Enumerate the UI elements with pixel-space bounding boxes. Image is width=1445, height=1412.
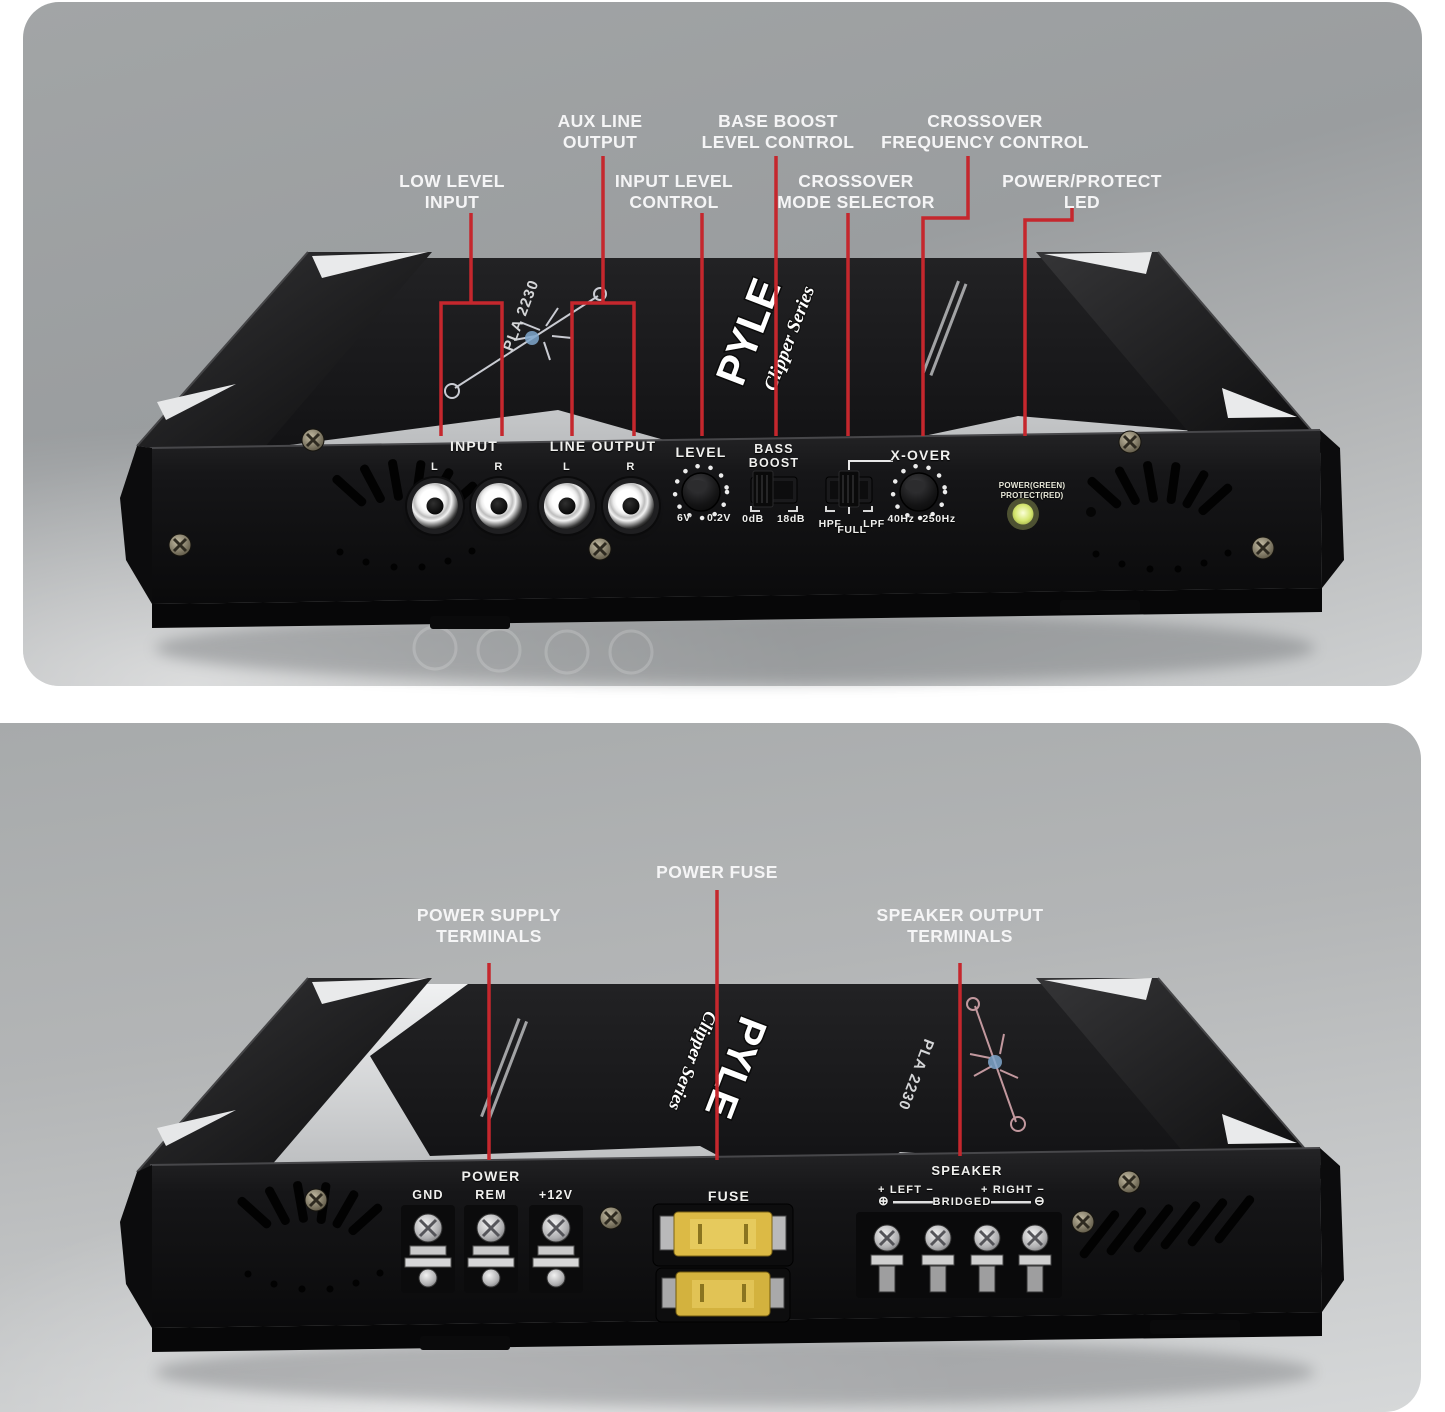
line-output-left-label: L <box>563 461 571 473</box>
amp-front-illustration: PLA 2230 PYLE Clipper Series <box>120 251 1344 684</box>
amp-rear-illustration: PLA 2230 PYLE Clipper Series <box>120 977 1344 1406</box>
level-label: LEVEL <box>675 444 727 460</box>
level-max-label: 0.2V <box>707 512 731 524</box>
speaker-terminal-post <box>870 1224 904 1293</box>
scorpion-graphic <box>444 287 607 399</box>
crossover-frequency-knob <box>890 463 948 521</box>
xover-min-label: 40Hz <box>887 513 915 525</box>
callout-line-aux-bracket <box>570 301 636 436</box>
speaker-bridged-label: BRIDGED <box>932 1196 992 1208</box>
callout-power-protect-led: POWER/PROTECT LED <box>1002 171 1162 212</box>
bass-boost-min-label: 0dB <box>742 513 764 525</box>
callout-power-supply: POWER SUPPLY TERMINALS <box>416 905 562 946</box>
bass-boost-label: BASS BOOST <box>748 442 800 471</box>
level-knob <box>672 463 730 521</box>
line-output-right-jack <box>608 483 654 529</box>
power-protect-led <box>1007 498 1039 530</box>
input-right-label: R <box>494 461 504 473</box>
speaker-section-label: SPEAKER <box>931 1163 1003 1178</box>
front-face <box>150 430 1322 604</box>
plus12v-terminal <box>532 1213 580 1288</box>
speaker-right-label: + RIGHT − <box>981 1184 1045 1196</box>
input-left-jack <box>412 483 458 529</box>
scorpion-graphic-rear <box>966 997 1026 1132</box>
speaker-terminal-post <box>970 1224 1004 1293</box>
bass-boost-switch <box>750 470 798 512</box>
spec-print-decoration <box>922 280 968 376</box>
rem-label: REM <box>475 1188 507 1202</box>
led-protect-label: PROTECT(RED) <box>1000 491 1064 500</box>
callout-lines <box>439 156 1074 1160</box>
input-right-jack <box>476 483 522 529</box>
callout-speaker-output: SPEAKER OUTPUT TERMINALS <box>876 905 1044 946</box>
speaker-left-label: + LEFT − <box>877 1184 935 1196</box>
bridged-dash-left <box>893 1201 933 1204</box>
speaker-terminal-post <box>921 1224 955 1293</box>
callout-power-fuse: POWER FUSE <box>656 862 778 882</box>
input-section-label: INPUT <box>450 438 498 454</box>
power-fuse-holder <box>652 1203 794 1323</box>
speaker-output-terminals <box>856 1201 1062 1298</box>
rear-screws <box>304 1170 1141 1234</box>
callout-line-low-level-bracket <box>439 301 504 436</box>
speaker-terminal-post <box>1018 1224 1052 1293</box>
gnd-label: GND <box>412 1188 444 1202</box>
input-left-label: L <box>431 461 439 473</box>
xover-mode-full-label: FULL <box>837 524 867 536</box>
callout-aux-line-output: AUX LINE OUTPUT <box>557 111 643 152</box>
xover-bracket-line <box>848 460 893 470</box>
level-min-label: 6V <box>676 512 692 524</box>
callout-base-boost: BASE BOOST LEVEL CONTROL <box>701 111 855 152</box>
line-output-left-jack <box>544 483 590 529</box>
xover-mode-hpf-label: HPF <box>818 518 842 530</box>
line-output-section-label: LINE OUTPUT <box>549 438 657 454</box>
callout-input-level: INPUT LEVEL CONTROL <box>614 171 734 212</box>
power-supply-terminals <box>401 1205 583 1293</box>
crossover-mode-switch <box>825 460 893 514</box>
right-vent-slots <box>1087 461 1233 573</box>
fuse-label: FUSE <box>707 1188 751 1204</box>
callout-low-level-input: LOW LEVEL INPUT <box>399 171 505 212</box>
rear-left-fin <box>137 978 432 1188</box>
xover-mode-lpf-label: LPF <box>863 518 885 530</box>
speaker-minus-symbol: ⊖ <box>1034 1194 1046 1208</box>
xover-label: X-OVER <box>890 447 952 463</box>
callout-crossover-mode: CROSSOVER MODE SELECTOR <box>777 171 935 212</box>
front-screws <box>168 428 1275 561</box>
left-heatsink-fin <box>137 252 432 462</box>
xover-max-label: 250Hz <box>922 513 956 525</box>
power-section-label: POWER <box>461 1168 521 1184</box>
led-power-label: POWER(GREEN) <box>998 481 1066 490</box>
callout-line-power-led <box>1023 208 1074 436</box>
rem-terminal <box>467 1213 515 1288</box>
line-output-right-label: R <box>626 461 636 473</box>
bridged-dash-right <box>991 1201 1031 1204</box>
rear-left-vent-slots <box>237 1181 384 1293</box>
callout-crossover-frequency: CROSSOVER FREQUENCY CONTROL <box>881 111 1089 152</box>
bass-boost-max-label: 18dB <box>776 513 806 525</box>
plus12v-label: +12V <box>538 1188 574 1202</box>
gnd-terminal <box>404 1213 452 1288</box>
rear-right-vent-slots <box>1079 1195 1255 1259</box>
callout-line-crossover-frequency <box>921 156 970 436</box>
speaker-plus-symbol: ⊕ <box>878 1194 890 1208</box>
